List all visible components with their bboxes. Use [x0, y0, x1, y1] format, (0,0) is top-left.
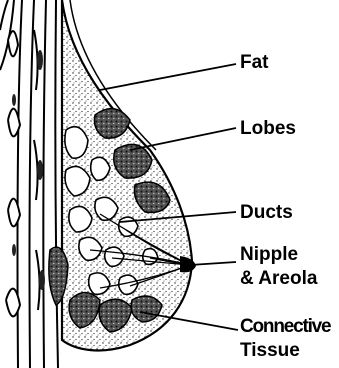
label-areola: & Areola	[240, 268, 317, 290]
label-ducts: Ducts	[240, 202, 293, 224]
label-nipple: Nipple	[240, 244, 298, 266]
chest-wall	[0, 0, 58, 368]
label-connective: Connective	[240, 316, 330, 338]
label-lobes: Lobes	[240, 118, 296, 140]
label-tissue: Tissue	[240, 340, 300, 362]
label-fat: Fat	[240, 52, 269, 74]
